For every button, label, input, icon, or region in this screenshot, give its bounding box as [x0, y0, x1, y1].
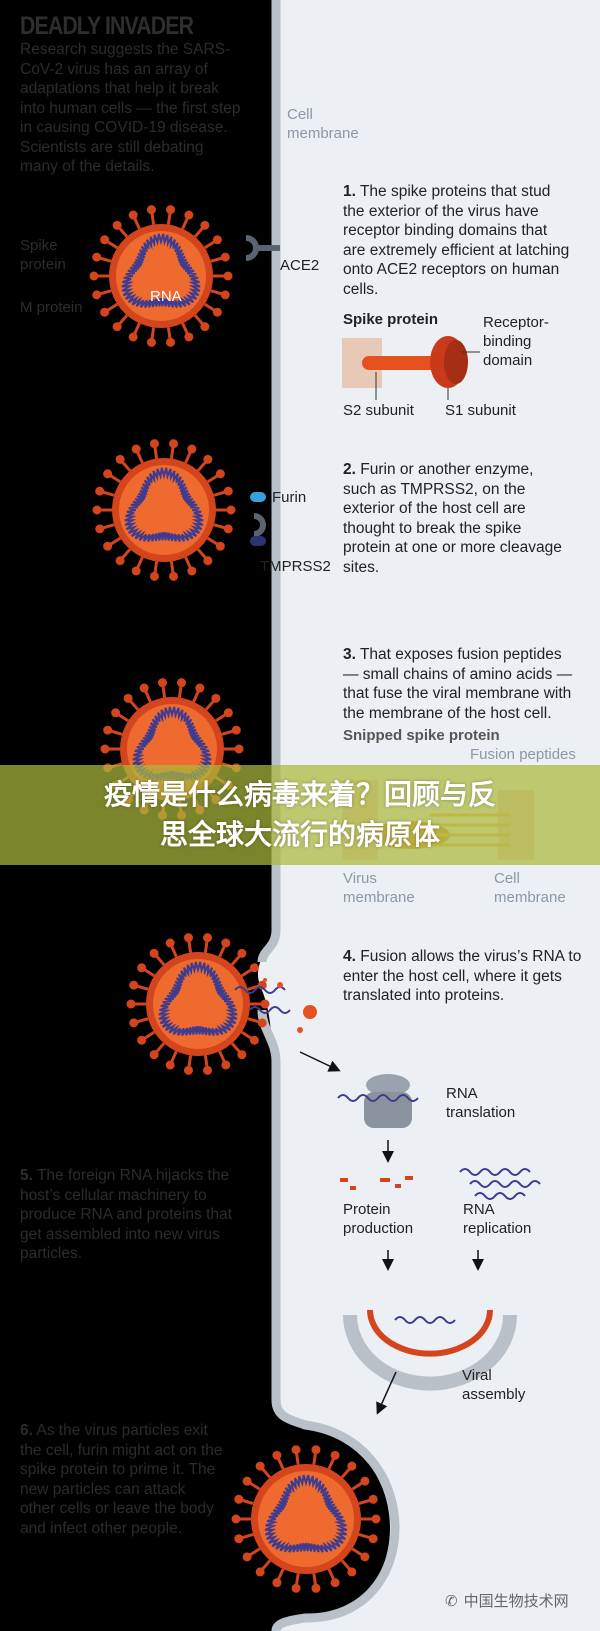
spike-protein-label: Spike protein: [20, 237, 66, 273]
cell-membrane-fusion-edge: [257, 929, 281, 1063]
step-3: 3. That exposes fusion peptides — small …: [343, 646, 573, 722]
spike-protein-diagram: [342, 336, 480, 400]
virus-particle-icon: [92, 439, 236, 581]
furin-label: Furin: [272, 489, 307, 506]
s1-subunit-label: S1 subunit: [445, 402, 516, 419]
step-4: 4. Fusion allows the virus’s RNA to ente…: [343, 948, 582, 1004]
ace2-label: ACE2: [280, 257, 320, 274]
protein-fragments-icon: [340, 1176, 413, 1190]
receptor-binding-domain-label: Receptor-binding domain: [483, 314, 549, 369]
viral-assembly-label: Viral assembly: [462, 1367, 526, 1403]
ace2-receptor-icon: [245, 235, 280, 261]
title-banner: 疫情是什么病毒来着？回顾与反 思全球大流行的病原体: [0, 765, 600, 865]
viral-assembly-icon: [343, 1309, 517, 1391]
m-protein-label: M protein: [20, 299, 83, 316]
watermark: ✆ 中国生物技术网: [445, 1590, 569, 1611]
banner-line-1: 疫情是什么病毒来着？回顾与反: [103, 778, 496, 811]
protein-production-label: Protein production: [343, 1201, 414, 1237]
arrow-icon: [299, 1051, 341, 1072]
rna-translation-label: RNA translation: [446, 1085, 516, 1121]
step-1: 1. The spike proteins that stud the exte…: [343, 183, 570, 298]
page-title: DEADLY INVADER: [20, 12, 194, 40]
intro-text: Research suggests the SARS-CoV-2 virus h…: [20, 41, 241, 175]
cell-membrane-label: Cell membrane: [287, 106, 359, 142]
s2-subunit-label: S2 subunit: [343, 402, 414, 419]
banner-line-2: 思全球大流行的病原体: [159, 818, 440, 851]
rna-replication-label: RNA replication: [463, 1201, 532, 1237]
rna-label: RNA: [150, 288, 182, 305]
arrow-icon: [376, 1371, 397, 1415]
step-6: 6. As the virus particles exit the cell,…: [20, 1422, 223, 1537]
snipped-spike-protein-label: Snipped spike protein: [343, 727, 500, 744]
step-5: 5. The foreign RNA hijacks the host’s ce…: [20, 1167, 232, 1262]
virus-particle-icon: [231, 1445, 381, 1593]
watermark-text: 中国生物技术网: [463, 1593, 569, 1610]
tmprss2-enzyme-icon: [250, 536, 266, 546]
spike-diagram-title: Spike protein: [343, 311, 439, 328]
cleaved-receptor-icon: [253, 513, 266, 537]
virus-membrane-label: Virus membrane: [343, 870, 415, 906]
wechat-icon: ✆: [445, 1592, 458, 1610]
ribosome-icon: [337, 1074, 419, 1128]
cell-membrane-label-2: Cell membrane: [494, 870, 566, 906]
furin-enzyme-icon: [250, 492, 266, 502]
fusion-peptides-label: Fusion peptides: [470, 746, 576, 763]
rna-strands-icon: [459, 1168, 541, 1200]
step-2: 2. Furin or another enzyme, such as TMPR…: [343, 461, 562, 576]
tmprss2-label: TMPRSS2: [260, 558, 331, 575]
virus-particle-icon: [126, 933, 270, 1075]
virus-particle-icon: [89, 205, 233, 347]
released-rna: [234, 978, 317, 1033]
